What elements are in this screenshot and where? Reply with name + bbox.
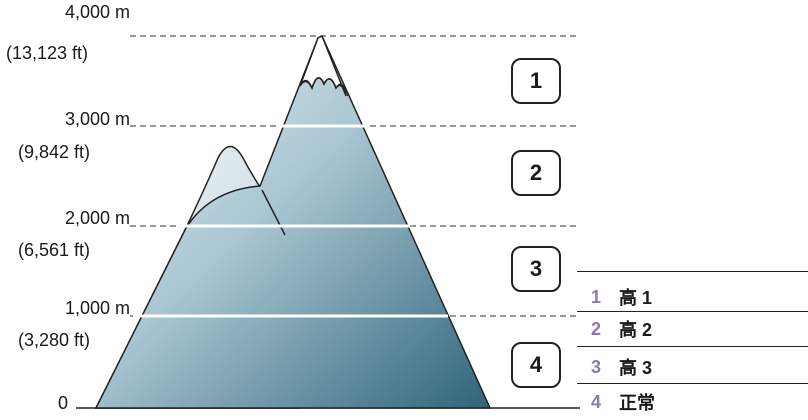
legend-row-3: 3 高 3: [577, 349, 808, 385]
altitude-label-3000-metric: 3,000 m: [30, 108, 130, 130]
altitude-label-4000-imperial: (13,123 ft): [6, 42, 88, 64]
altitude-label-4000-metric: 4,000 m: [30, 1, 130, 23]
main-peak: [96, 36, 490, 408]
legend-row-2: 2 高 2: [577, 311, 808, 347]
altitude-label-1000-imperial: (3,280 ft): [18, 329, 90, 351]
legend-label: 高 2: [611, 316, 652, 342]
altitude-label-2000-metric: 2,000 m: [30, 207, 130, 229]
legend-number: 1: [577, 287, 611, 308]
zone-badge-1: 1: [511, 58, 561, 104]
altitude-label-2000-imperial: (6,561 ft): [18, 239, 90, 261]
legend-row-1: 1 高 1: [577, 279, 808, 315]
zone-badge-3: 3: [511, 246, 561, 292]
legend-number: 4: [577, 392, 611, 413]
altitude-label-3000-imperial: (9,842 ft): [18, 141, 90, 163]
altitude-label-zero: 0: [58, 392, 68, 414]
zone-badge-4: 4: [511, 342, 561, 388]
legend-number: 2: [577, 319, 611, 340]
zone-badge-2: 2: [511, 150, 561, 196]
legend-label: 高 1: [611, 284, 652, 310]
legend-divider: [577, 346, 808, 347]
legend-number: 3: [577, 357, 611, 378]
legend-label: 正常: [611, 389, 655, 415]
altitude-label-1000-metric: 1,000 m: [30, 297, 130, 319]
legend-label: 高 3: [611, 354, 652, 380]
legend-divider-top: [577, 271, 808, 272]
